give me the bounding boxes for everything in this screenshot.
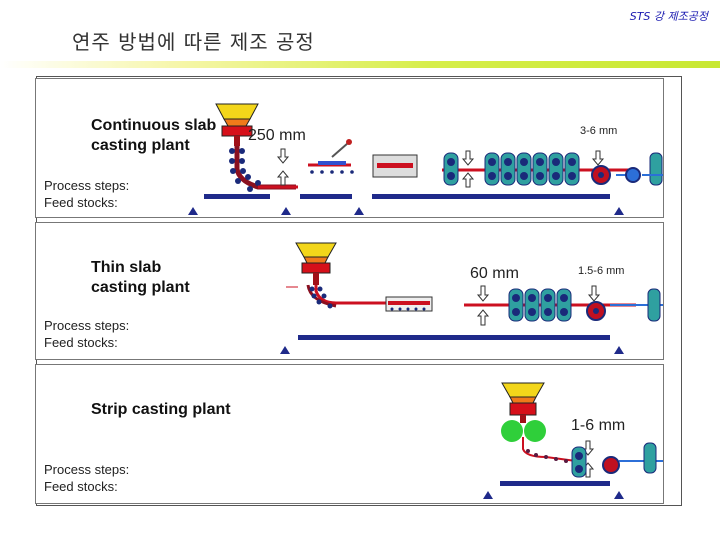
- arrow-down-icon: [276, 148, 290, 164]
- panel-strip-casting: Strip casting plant 1-6 mm Process steps…: [35, 364, 664, 504]
- coil-icon: [591, 165, 611, 185]
- process-steps-label: Process steps:: [44, 318, 130, 333]
- page-title: 연주 방법에 따른 제조 공정: [72, 30, 315, 54]
- plant-title: Thin slab casting plant: [91, 259, 190, 296]
- thin-slab-graphic: [280, 242, 663, 354]
- panel-thin-slab: Thin slab casting plant 60 mm 1.5-6 mm P…: [35, 222, 664, 360]
- strip-casting-graphic: [483, 382, 663, 499]
- process-steps-label: Process steps:: [44, 462, 130, 477]
- plant-title: Strip casting plant: [91, 401, 231, 418]
- panel-continuous-slab: Continuous slab casting plant 250 mm 3-6…: [35, 78, 664, 218]
- process-steps-label: Process steps:: [44, 178, 130, 193]
- strip-thickness: 1.5-6 mm: [578, 265, 625, 277]
- continuous-slab-graphic: [188, 103, 663, 215]
- ladle-icon: [215, 103, 259, 146]
- feed-stocks-label: Feed stocks:: [44, 195, 118, 210]
- header-stamp: STS 강 제조공정: [629, 10, 708, 23]
- step-marker-icon: [188, 207, 198, 215]
- feed-stocks-label: Feed stocks:: [44, 335, 118, 350]
- title-accent-bar: [0, 61, 720, 68]
- slab-thickness: 250 mm: [248, 127, 306, 144]
- roll-stand-icon: [443, 152, 459, 186]
- strip-thickness: 1-6 mm: [571, 417, 626, 434]
- plant-title: Continuous slab casting plant: [91, 117, 217, 154]
- strip-thickness: 3-6 mm: [580, 125, 618, 137]
- arrow-up-icon: [276, 170, 290, 186]
- slab-thickness: 60 mm: [470, 265, 519, 282]
- feed-stocks-label: Feed stocks:: [44, 479, 118, 494]
